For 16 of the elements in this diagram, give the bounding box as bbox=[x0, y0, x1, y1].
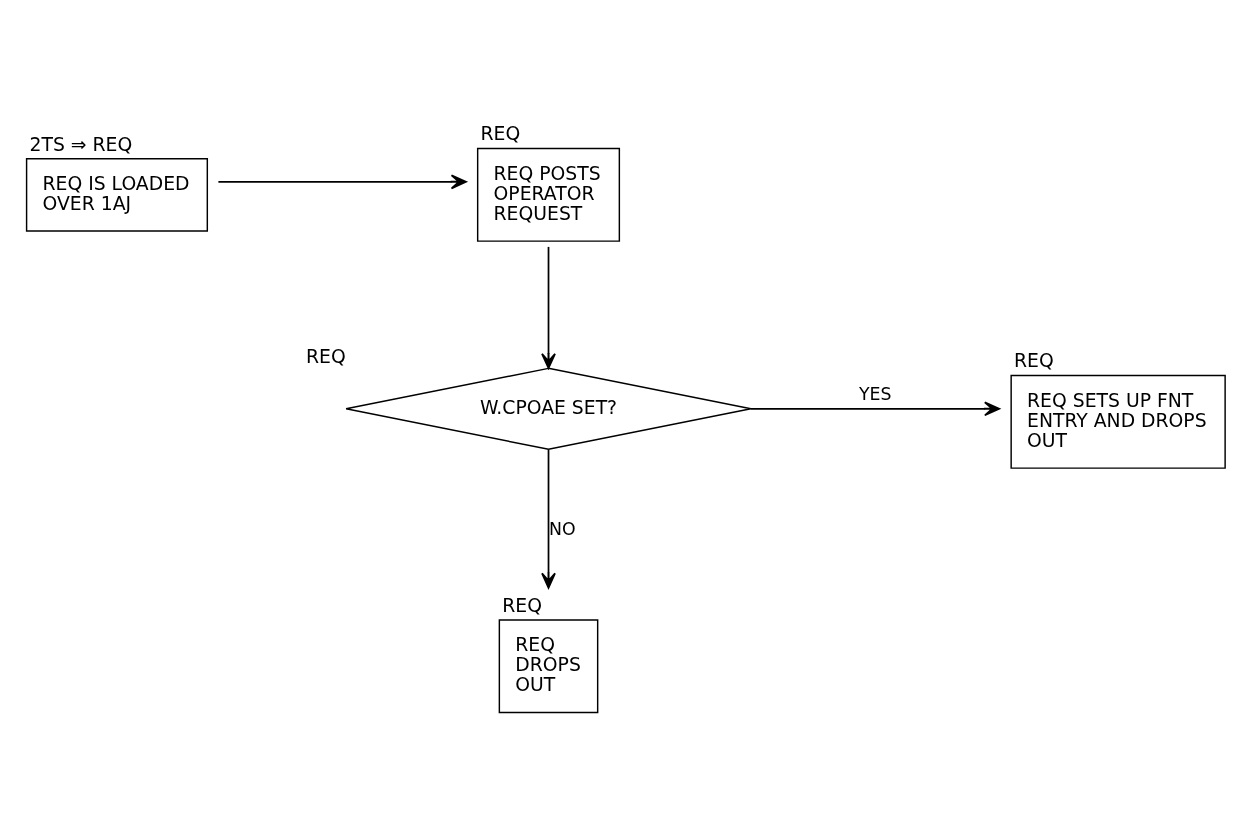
node-label: REQ bbox=[502, 594, 542, 616]
node-label: REQ bbox=[480, 122, 521, 144]
arrow bbox=[217, 173, 467, 189]
edge-label: YES bbox=[858, 383, 892, 404]
arrow bbox=[750, 400, 1001, 416]
node-label: 2TS ⇒ REQ bbox=[29, 133, 133, 155]
node-label: REQ bbox=[306, 345, 346, 367]
node-box: REQ SETS UP FNT ENTRY AND DROPS OUT bbox=[1010, 374, 1226, 469]
node-box: REQ DROPS OUT bbox=[498, 618, 599, 713]
arrow bbox=[541, 245, 556, 369]
edge-label: NO bbox=[548, 518, 576, 539]
node-box: REQ IS LOADED OVER 1AJ bbox=[25, 157, 209, 232]
arrow bbox=[541, 448, 556, 589]
node-label: REQ bbox=[1014, 349, 1054, 371]
node-diamond: W.CPOAE SET? bbox=[345, 367, 752, 450]
node-box: REQ POSTS OPERATOR REQUEST bbox=[476, 147, 621, 242]
